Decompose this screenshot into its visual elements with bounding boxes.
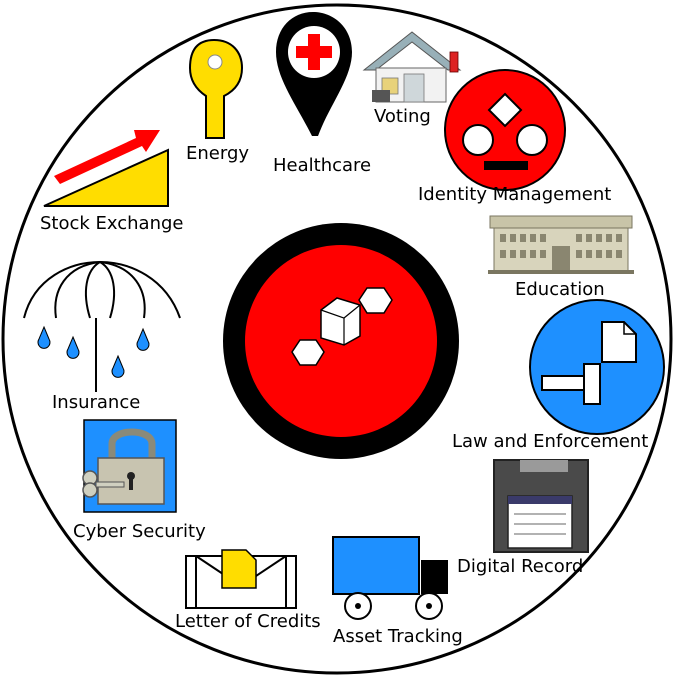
padlock-key-icon [82,419,177,513]
label-healthcare: Healthcare [273,155,372,176]
label-law-and-enforcement: Law and Enforcement [452,431,649,452]
blockchain-hexagons-icon [223,223,459,459]
label-energy: Energy [186,143,250,164]
label-voting: Voting [374,106,431,127]
label-identity-management: Identity Management [418,184,612,205]
label-insurance: Insurance [52,392,141,413]
identity-face-icon [444,69,566,191]
label-cyber-security: Cyber Security [73,521,206,542]
map-pin-cross-icon [276,12,352,136]
university-building-icon [488,215,634,274]
label-letter-of-credits: Letter of Credits [175,611,321,632]
rising-arrow-chart-icon [43,130,169,207]
envelope-document-icon [185,549,297,609]
polling-booth-icon [362,31,462,103]
truck-icon [332,536,448,620]
label-stock-exchange: Stock Exchange [40,213,184,234]
label-digital-record: Digital Record [457,556,584,577]
gavel-document-icon [529,299,665,435]
floppy-disk-icon [493,459,589,553]
label-education: Education [515,279,605,300]
umbrella-rain-icon [23,260,181,392]
label-asset-tracking: Asset Tracking [333,626,463,647]
key-icon [188,38,244,139]
